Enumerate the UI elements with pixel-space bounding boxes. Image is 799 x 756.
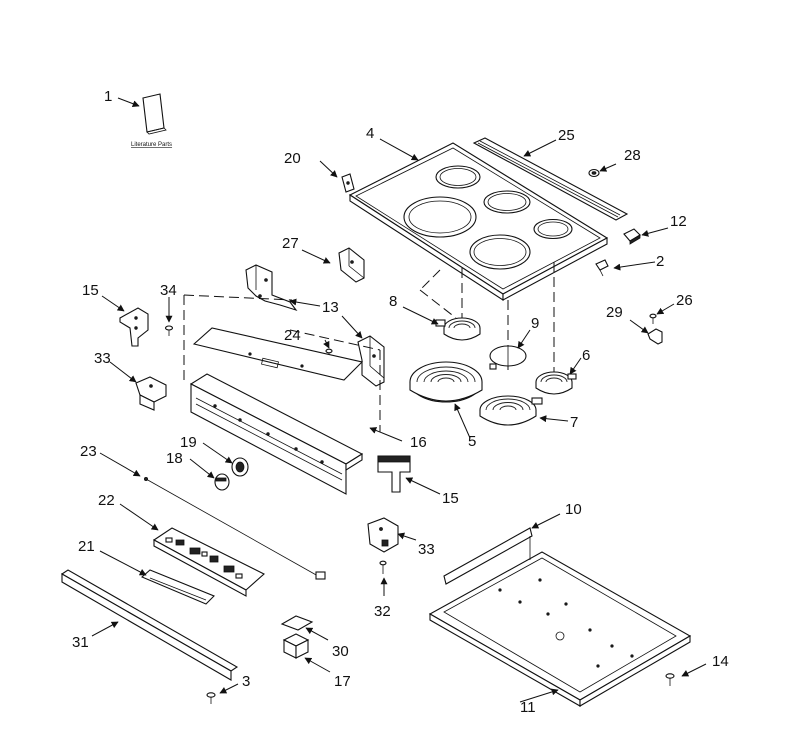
part-cooktop[interactable] (348, 142, 609, 302)
part-bracket-15-left[interactable] (119, 307, 149, 347)
callout-8: 8 (389, 293, 397, 310)
part-knob[interactable] (214, 473, 230, 491)
callout-27: 27 (282, 235, 299, 252)
callout-17: 17 (334, 673, 351, 690)
part-bracket-33-right[interactable] (367, 517, 399, 553)
callout-15-left: 15 (82, 282, 99, 299)
part-board-bracket[interactable] (140, 569, 215, 605)
callout-13: 13 (322, 299, 339, 316)
part-rear-trim[interactable] (472, 137, 629, 221)
callout-15-right: 15 (442, 490, 459, 507)
callout-23: 23 (80, 443, 97, 460)
callout-1: 1 (104, 88, 112, 105)
callout-30: 30 (332, 643, 349, 660)
callout-33-left: 33 (94, 350, 111, 367)
callout-14: 14 (712, 653, 729, 670)
callout-labels: 1 2 3 4 5 6 7 8 9 10 11 12 13 14 15 15 1… (72, 88, 729, 716)
part-burner-8[interactable] (435, 317, 481, 341)
callout-34: 34 (160, 282, 177, 299)
callout-16: 16 (410, 434, 427, 451)
part-connector[interactable] (623, 228, 641, 245)
callout-5: 5 (468, 433, 476, 450)
part-bracket-15-right[interactable] (377, 455, 411, 493)
part-literature[interactable]: Literature Parts (131, 93, 172, 148)
part-screw-32[interactable] (379, 560, 387, 574)
callout-19: 19 (180, 434, 197, 451)
part-screw-clip[interactable] (595, 259, 609, 277)
callout-7: 7 (570, 414, 578, 431)
callout-31: 31 (72, 634, 89, 651)
part-front-rail[interactable] (60, 569, 239, 681)
part-bracket-13-left[interactable] (245, 264, 298, 312)
part-bracket-13-right[interactable] (357, 335, 385, 387)
callout-29: 29 (606, 304, 623, 321)
part-switch[interactable] (282, 633, 310, 659)
callout-25: 25 (558, 127, 575, 144)
literature-caption: Literature Parts (131, 142, 172, 148)
part-knob-bezel[interactable] (231, 457, 249, 477)
part-burner-6[interactable] (535, 371, 577, 395)
callout-11: 11 (520, 699, 536, 716)
callout-22: 22 (98, 492, 115, 509)
part-screw-26[interactable] (649, 313, 657, 324)
callout-33-right: 33 (418, 541, 435, 558)
assembly-outline (183, 262, 555, 432)
part-screw-34[interactable] (164, 325, 174, 336)
callout-20: 20 (284, 150, 301, 167)
callout-9: 9 (531, 315, 539, 332)
part-bracket-27[interactable] (338, 247, 365, 283)
part-burner-7[interactable] (479, 395, 543, 426)
part-burner-large[interactable] (409, 361, 483, 403)
callout-2: 2 (656, 253, 664, 270)
part-control-board[interactable] (152, 527, 265, 597)
part-grommet[interactable] (588, 168, 600, 178)
part-wire-harness[interactable] (143, 476, 326, 580)
callout-3: 3 (242, 673, 250, 690)
part-bottom-pan[interactable] (428, 527, 692, 707)
part-control-panel[interactable] (189, 373, 364, 495)
callout-26: 26 (676, 292, 693, 309)
callout-18: 18 (166, 450, 183, 467)
callout-24: 24 (284, 327, 301, 344)
callout-4: 4 (366, 125, 374, 142)
part-screw-3[interactable] (206, 692, 216, 704)
part-clip[interactable] (341, 173, 355, 193)
callout-12: 12 (670, 213, 687, 230)
part-bracket-33-left[interactable] (135, 376, 167, 411)
callout-10: 10 (565, 501, 582, 518)
part-switch-cover[interactable] (280, 615, 314, 631)
leader-lines (91, 97, 707, 703)
callout-28: 28 (624, 147, 641, 164)
part-control-plate[interactable] (192, 327, 364, 381)
part-screw-14[interactable] (665, 673, 675, 686)
callout-6: 6 (582, 347, 590, 364)
part-burner-bowl-9[interactable] (489, 345, 527, 370)
callout-32: 32 (374, 603, 391, 620)
callout-21: 21 (78, 538, 95, 555)
part-bracket-29[interactable] (647, 328, 663, 345)
